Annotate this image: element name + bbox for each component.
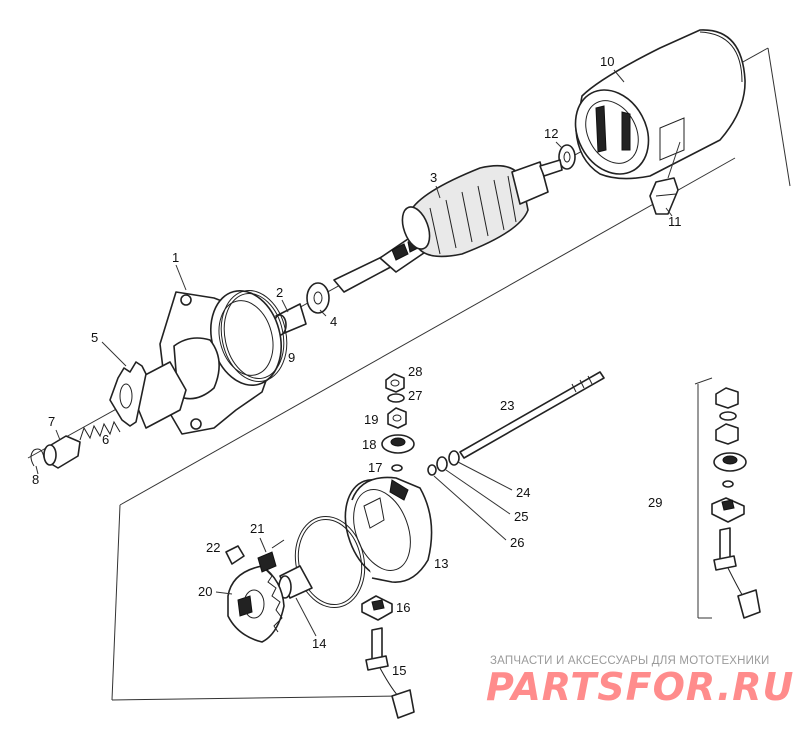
- label-7: 7: [48, 414, 55, 429]
- label-14: 14: [312, 636, 326, 651]
- part-16-nut: [361, 595, 393, 621]
- part-26-ring: [427, 464, 437, 476]
- label-15: 15: [392, 663, 406, 678]
- label-19: 19: [364, 412, 378, 427]
- part-29-terminal-kit: [711, 387, 761, 619]
- label-3: 3: [430, 170, 437, 185]
- label-25: 25: [514, 509, 528, 524]
- label-24: 24: [516, 485, 530, 500]
- label-8: 8: [32, 472, 39, 487]
- part-15-terminal-brush: [365, 627, 415, 719]
- label-17: 17: [368, 460, 382, 475]
- part-11-bolt: [649, 141, 681, 215]
- label-29: 29: [648, 495, 662, 510]
- label-4: 4: [330, 314, 337, 329]
- watermark-caption: ЗАПЧАСТИ И АКСЕССУАРЫ ДЛЯ МОТОТЕХНИКИ: [490, 655, 770, 667]
- label-2: 2: [276, 285, 283, 300]
- part-17-ring: [391, 464, 403, 472]
- label-1: 1: [172, 250, 179, 265]
- part-8-circlip: [30, 448, 45, 467]
- label-5: 5: [91, 330, 98, 345]
- label-20: 20: [198, 584, 212, 599]
- part-28-nut: [385, 373, 405, 393]
- label-28: 28: [408, 364, 422, 379]
- label-6: 6: [102, 432, 109, 447]
- part-3-armature: [333, 159, 563, 293]
- watermark: ЗАПЧАСТИ И АКСЕССУАРЫ ДЛЯ МОТОТЕХНИКИ PA…: [486, 655, 794, 709]
- part-12-washer: [558, 144, 576, 170]
- part-21-spring: [257, 539, 285, 573]
- label-22: 22: [206, 540, 220, 555]
- label-10: 10: [600, 54, 614, 69]
- part-1-drive-housing: [159, 290, 282, 435]
- label-27: 27: [408, 388, 422, 403]
- part-9-upper-oring: [220, 290, 288, 382]
- label-13: 13: [434, 556, 448, 571]
- part-7-collar: [43, 435, 81, 469]
- part-20-brush-plate: [227, 565, 285, 643]
- part-5-pinion: [109, 361, 187, 429]
- part-24-washer: [448, 450, 460, 466]
- part-6-spring: [79, 420, 121, 441]
- label-23: 23: [500, 398, 514, 413]
- label-12: 12: [544, 126, 558, 141]
- label-21: 21: [250, 521, 264, 536]
- watermark-logo: PARTSFOR.RU: [486, 665, 794, 709]
- part-27-washer: [387, 393, 405, 403]
- part-14-bushing: [278, 565, 313, 599]
- label-26: 26: [510, 535, 524, 550]
- label-11: 11: [668, 214, 682, 229]
- label-16: 16: [396, 600, 410, 615]
- callout-labels: 1 2 3 4 5 6 7 8 9 10 11 12 13 14 15 16 1…: [32, 54, 682, 678]
- part-4-washer: [306, 282, 330, 314]
- part-25-washer: [436, 456, 448, 472]
- part-18-insulator: [381, 434, 415, 454]
- label-9-upper: 9: [288, 350, 295, 365]
- part-22-brush-holder: [225, 545, 245, 565]
- label-18: 18: [362, 437, 376, 452]
- part-10-housing: [574, 29, 746, 180]
- part-19-nut: [387, 407, 407, 429]
- part-23-through-bolt: [459, 371, 605, 459]
